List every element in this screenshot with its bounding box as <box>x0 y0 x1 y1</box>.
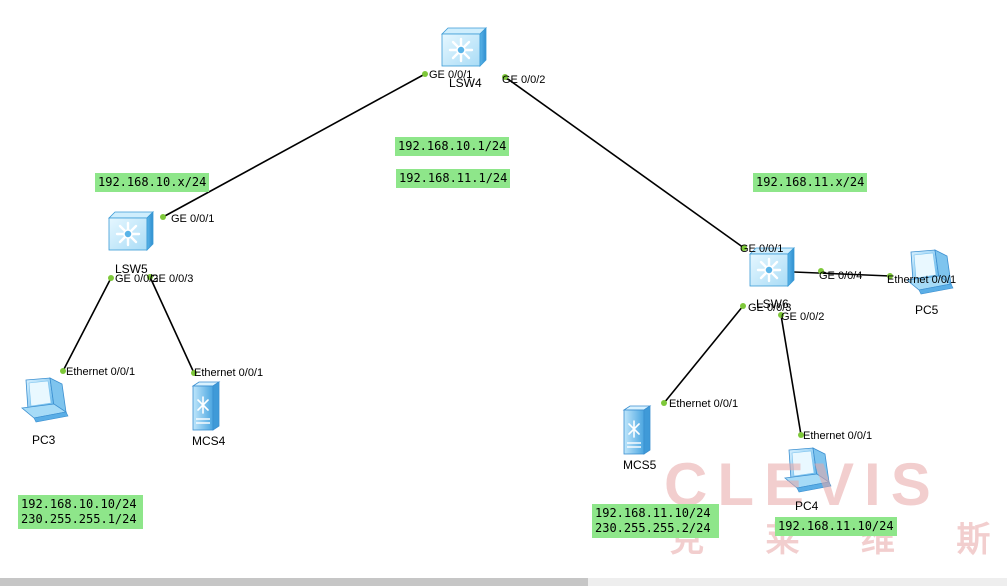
lsw4-port-ge001-label: GE 0/0/1 <box>429 69 473 81</box>
link-lsw5-pc3[interactable] <box>62 277 112 372</box>
port-dot <box>818 268 824 274</box>
pc5-port-eth-label: Ethernet 0/0/1 <box>887 274 957 286</box>
pc3-label: PC3 <box>32 433 56 447</box>
lsw4-label: LSW4 <box>449 76 482 90</box>
note-network-left: 192.168.10.x/24 <box>95 173 210 192</box>
scrollbar-thumb[interactable] <box>0 578 588 586</box>
mcs5-server-icon[interactable] <box>623 405 651 455</box>
mcs5-multicast-text: 230.255.255.2/24 <box>595 521 711 535</box>
port-dot <box>502 74 508 80</box>
port-dot <box>661 400 667 406</box>
pc3-multicast-text: 230.255.255.1/24 <box>21 512 137 526</box>
port-dot <box>60 368 66 374</box>
port-dot <box>108 275 114 281</box>
note-pc3-addresses: 192.168.10.10/24 230.255.255.1/24 <box>18 495 143 529</box>
pc4-label: PC4 <box>795 499 819 513</box>
port-dot <box>191 370 197 376</box>
port-dot <box>147 274 153 280</box>
note-gateway-1: 192.168.10.1/24 <box>395 137 510 156</box>
port-dot <box>741 245 747 251</box>
link-lsw5-mcs4[interactable] <box>149 276 195 374</box>
port-dot <box>160 214 166 220</box>
pc3-ip-text: 192.168.10.10/24 <box>21 497 137 511</box>
lsw5-label: LSW5 <box>115 262 148 276</box>
link-lsw6-pc5[interactable] <box>793 271 891 277</box>
lsw5-port-ge003-label: GE 0/0/3 <box>150 273 194 285</box>
lsw6-port-ge003-label: GE 0/0/3 <box>748 302 792 314</box>
mcs5-ip-text: 192.168.11.10/24 <box>595 506 711 520</box>
link-lsw4-lsw6[interactable] <box>504 76 745 249</box>
port-dot <box>887 273 893 279</box>
mcs5-port-eth-label: Ethernet 0/0/1 <box>669 398 739 410</box>
pc4-port-eth-label: Ethernet 0/0/1 <box>803 430 873 442</box>
lsw5-switch-icon[interactable] <box>107 210 155 252</box>
pc5-label: PC5 <box>915 303 939 317</box>
note-gateway-2: 192.168.11.1/24 <box>396 169 511 188</box>
port-dot <box>798 432 804 438</box>
lsw5-port-ge001-label: GE 0/0/1 <box>171 213 215 225</box>
mcs5-label: MCS5 <box>623 458 657 472</box>
lsw4-switch-icon[interactable] <box>440 26 488 68</box>
note-pc4-ip: 192.168.11.10/24 <box>775 517 897 536</box>
lsw6-port-ge002-label: GE 0/0/2 <box>781 311 825 323</box>
pc3-computer-icon[interactable] <box>21 377 69 423</box>
port-dot <box>740 303 746 309</box>
link-lsw4-lsw5[interactable] <box>162 73 426 218</box>
horizontal-scrollbar[interactable] <box>0 578 1007 586</box>
lsw5-port-ge002-label: GE 0/0/2 <box>115 273 159 285</box>
mcs4-server-icon[interactable] <box>192 381 220 431</box>
port-dot <box>778 312 784 318</box>
lsw6-label: LSW6 <box>756 297 789 311</box>
lsw6-port-ge001-label: GE 0/0/1 <box>740 243 784 255</box>
mcs4-label: MCS4 <box>192 434 226 448</box>
lsw4-port-ge002-label: GE 0/0/2 <box>502 74 546 86</box>
port-dot <box>422 71 428 77</box>
note-mcs5-addresses: 192.168.11.10/24 230.255.255.2/24 <box>592 504 719 538</box>
pc5-computer-icon[interactable] <box>906 249 954 295</box>
mcs4-port-eth-label: Ethernet 0/0/1 <box>194 367 264 379</box>
link-lsw6-mcs5[interactable] <box>663 305 744 404</box>
link-lsw6-pc4[interactable] <box>780 314 802 436</box>
lsw6-port-ge004-label: GE 0/0/4 <box>819 270 863 282</box>
pc3-port-eth-label: Ethernet 0/0/1 <box>66 366 136 378</box>
note-network-right: 192.168.11.x/24 <box>753 173 868 192</box>
